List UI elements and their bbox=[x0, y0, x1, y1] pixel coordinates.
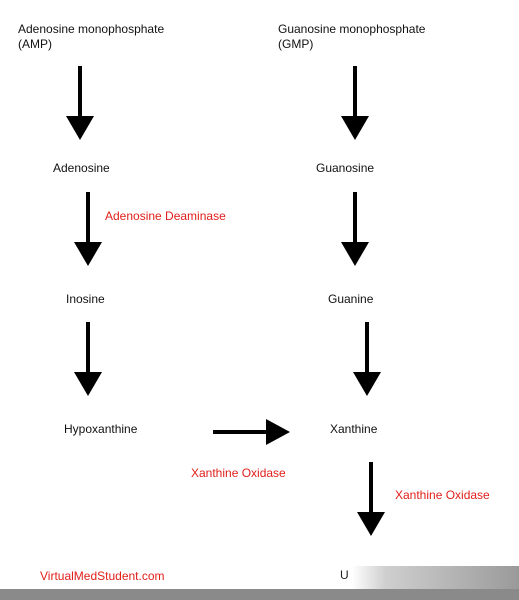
arrow-amp-to-adenosine bbox=[66, 66, 94, 140]
arrow-hypoxanthine-to-xanthine bbox=[213, 419, 290, 445]
node-adenosine: Adenosine bbox=[53, 161, 110, 175]
arrow-guanosine-to-guanine bbox=[341, 192, 369, 266]
enzyme-xanthine-oxidase-1: Xanthine Oxidase bbox=[191, 466, 286, 480]
image-crop-fade bbox=[352, 566, 519, 590]
enzyme-adenosine-deaminase: Adenosine Deaminase bbox=[105, 209, 226, 223]
arrow-adenosine-to-inosine bbox=[74, 192, 102, 266]
enzyme-xanthine-oxidase-2: Xanthine Oxidase bbox=[395, 488, 490, 502]
node-xanthine: Xanthine bbox=[330, 422, 378, 436]
arrow-guanine-to-xanthine bbox=[353, 322, 381, 396]
image-bottom-edge bbox=[0, 589, 519, 600]
node-hypoxanthine: Hypoxanthine bbox=[64, 422, 138, 436]
node-guanine: Guanine bbox=[328, 292, 374, 306]
node-gmp-line2: (GMP) bbox=[278, 37, 314, 51]
node-amp-line1: Adenosine monophosphate bbox=[18, 22, 165, 36]
node-guanosine: Guanosine bbox=[316, 161, 375, 175]
arrow-xanthine-to-uric-acid bbox=[357, 462, 385, 536]
node-gmp: Guanosine monophosphate (GMP) bbox=[278, 22, 425, 52]
node-inosine: Inosine bbox=[66, 292, 105, 306]
arrow-inosine-to-hypoxanthine bbox=[74, 322, 102, 396]
footer-site: VirtualMedStudent.com bbox=[40, 569, 165, 583]
node-amp-line2: (AMP) bbox=[18, 37, 52, 51]
node-uric-acid-partial: U bbox=[340, 568, 349, 582]
arrow-gmp-to-guanosine bbox=[341, 66, 369, 140]
node-gmp-line1: Guanosine monophosphate bbox=[278, 22, 426, 36]
node-amp: Adenosine monophosphate (AMP) bbox=[18, 22, 164, 52]
